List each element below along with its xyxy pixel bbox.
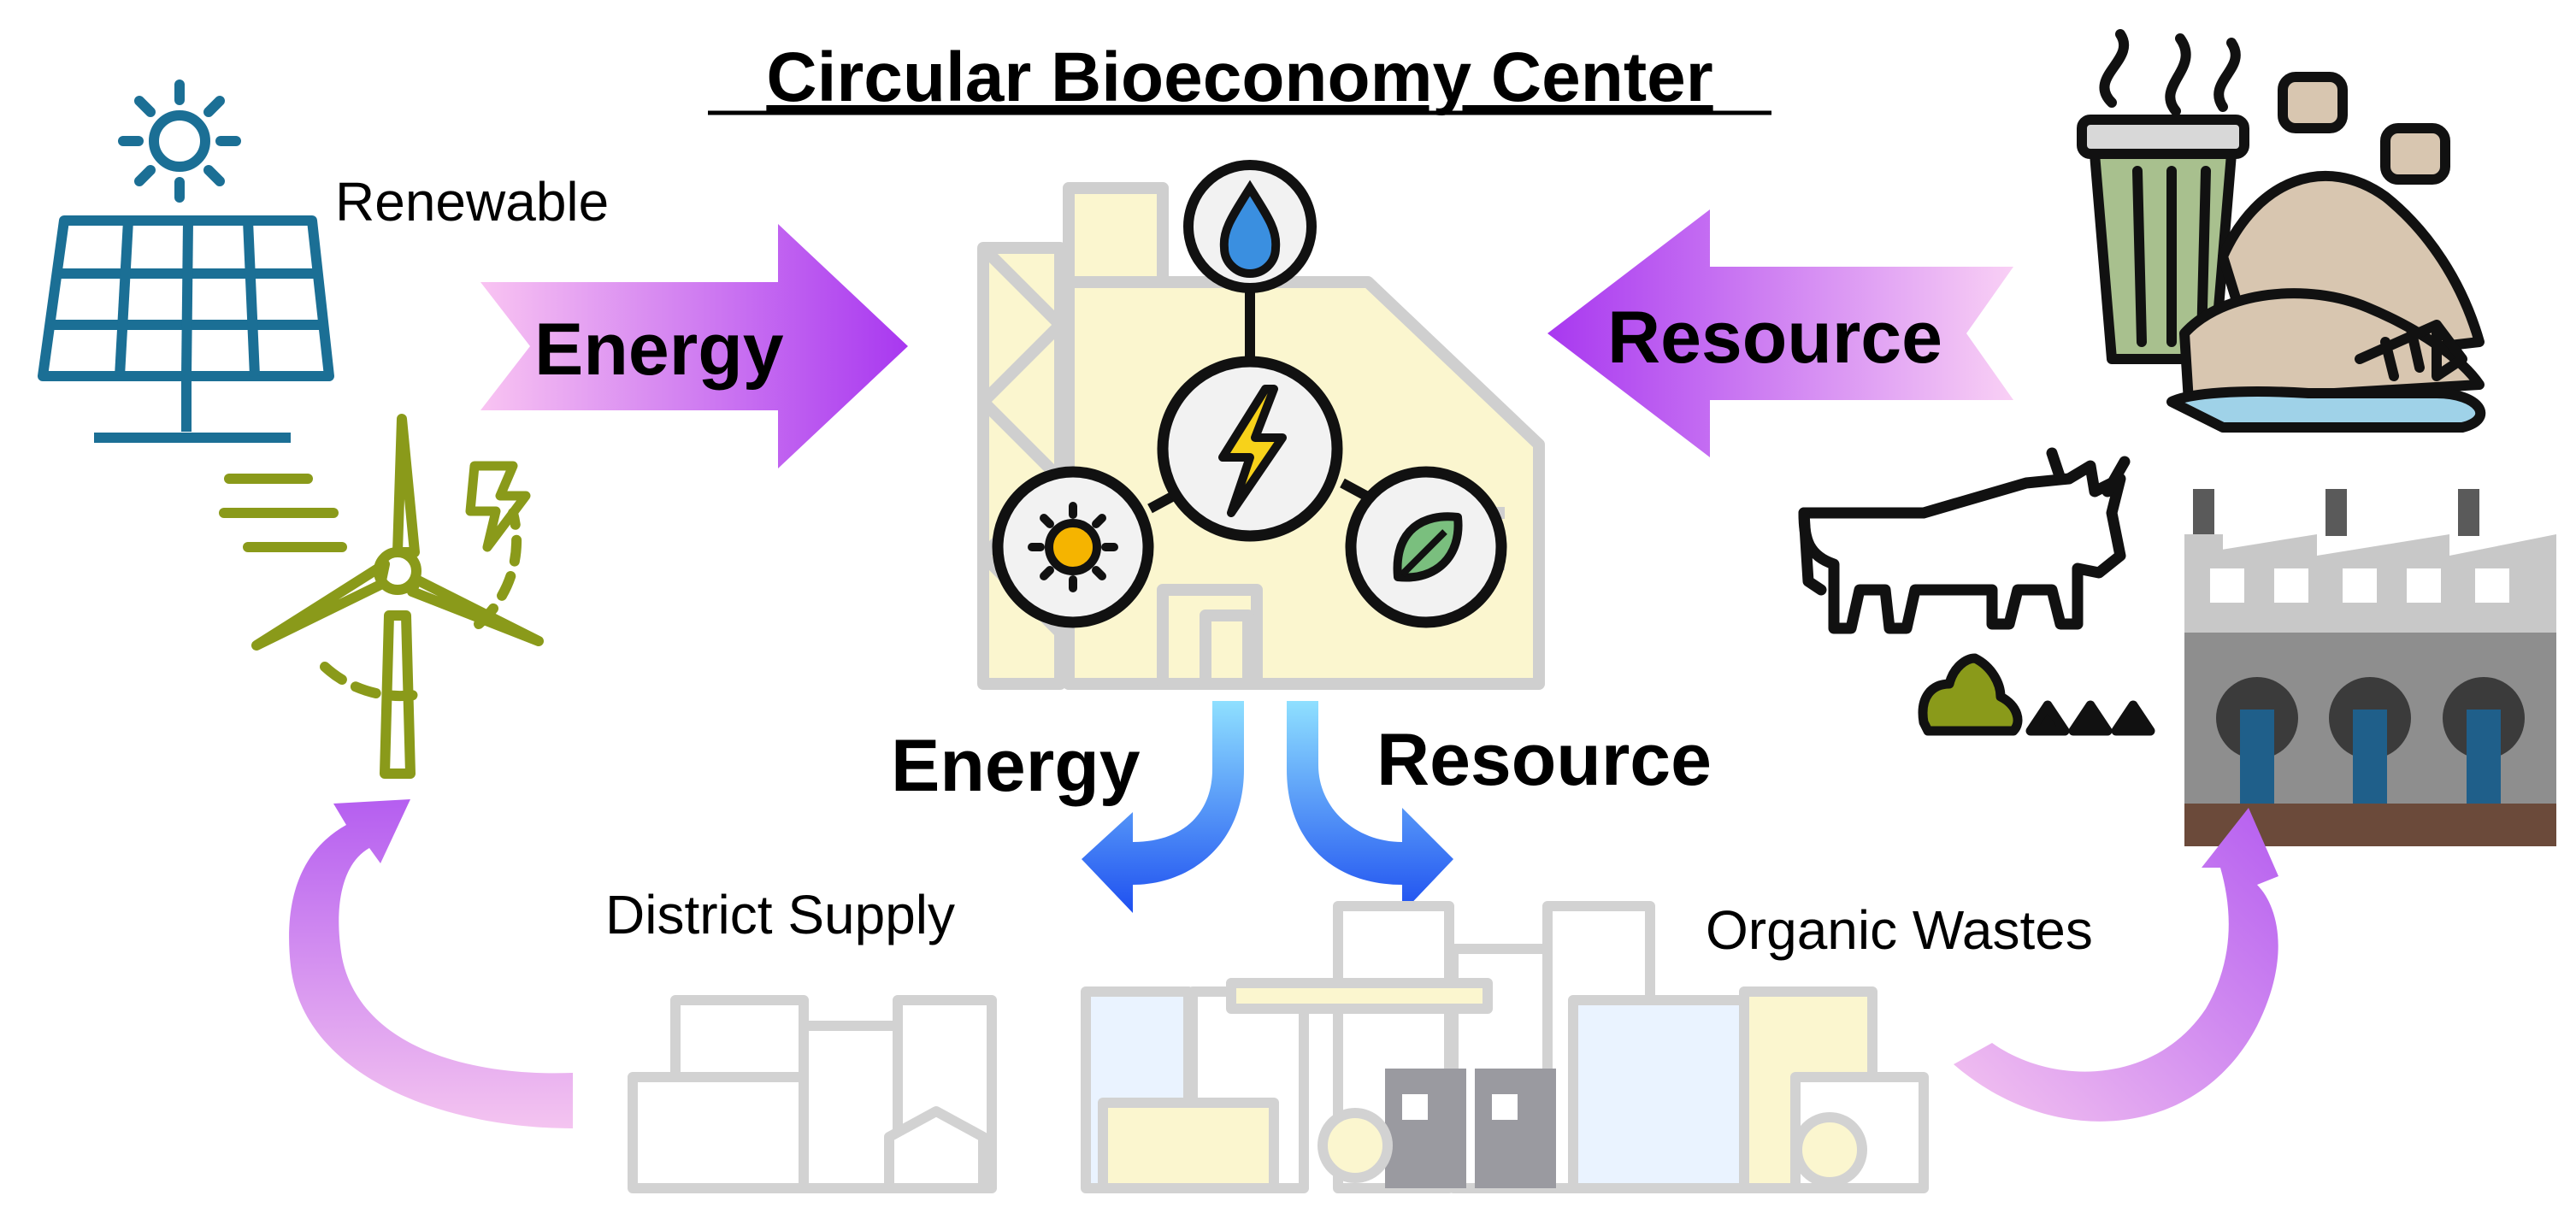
wind-turbine-icon [219,414,544,779]
district-supply-label: District Supply [605,884,955,945]
resource-out-label: Resource [1376,719,1712,801]
resource-in-label: Resource [1607,297,1942,379]
resource-out-arrow [1287,701,1453,913]
city-icon [628,901,1929,1193]
right-curve-arrow [1954,808,2278,1122]
energy-in-label: Energy [534,309,784,391]
energy-out-label: Energy [891,725,1141,807]
waste-bin-icon [2077,29,2486,433]
gear-sun-icon [992,466,1154,628]
left-curve-arrow [289,799,573,1128]
solar-panel-icon [38,215,334,443]
bolt-icon [1157,356,1343,542]
organic-wastes-label: Organic Wastes [1706,899,2093,961]
energy-out-arrow [1082,701,1244,913]
water-drop-icon [1183,160,1317,293]
renewable-label: Renewable [335,171,609,233]
lightning-icon [465,461,531,552]
energy-in-arrow [480,224,908,468]
factory-icon [2184,489,2556,846]
resource-in-arrow [1547,209,2013,457]
manure-icon [1918,653,2155,736]
cow-icon [1798,447,2131,634]
sun-icon [118,80,241,203]
page-title: Circular Bioeconomy Center [766,38,1712,116]
leaf-icon [1345,466,1507,628]
